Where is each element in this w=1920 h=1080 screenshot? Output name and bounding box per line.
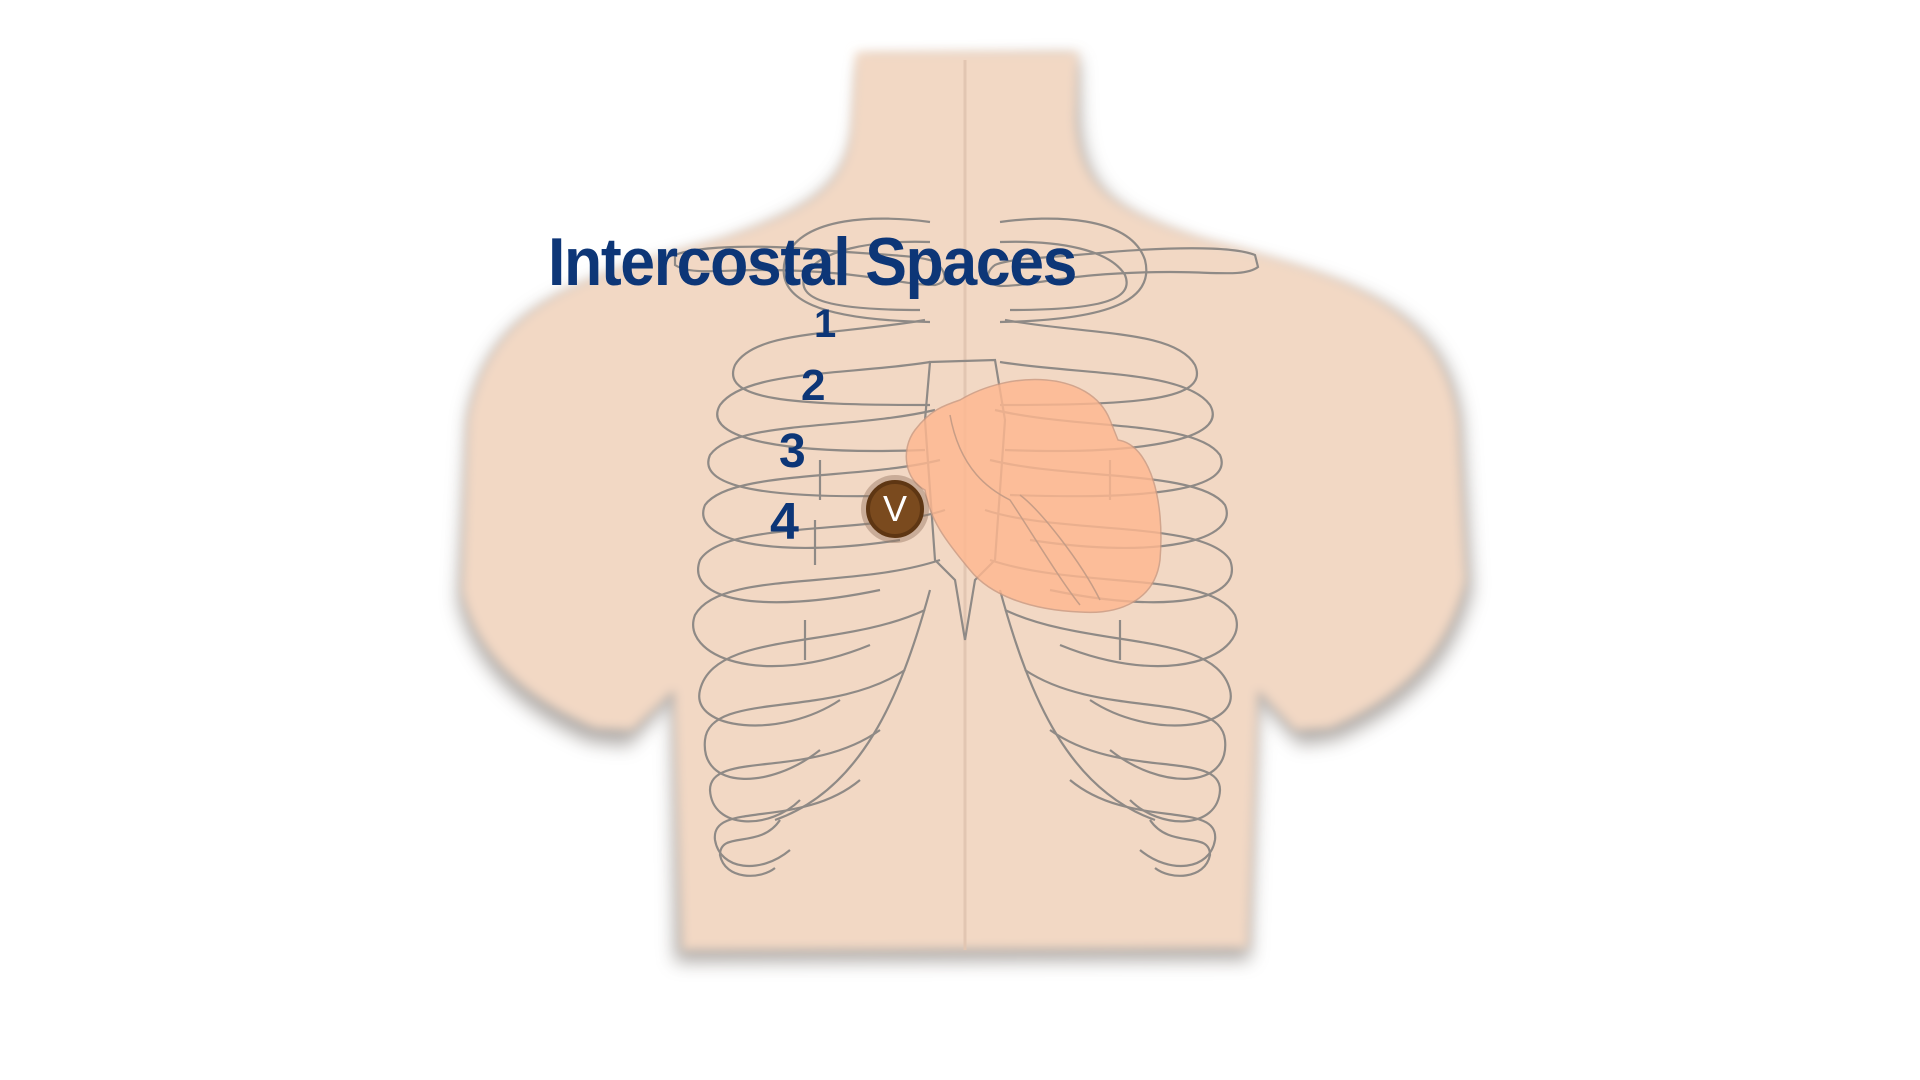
electrode-marker-v: V [866, 480, 924, 538]
intercostal-space-1-label: 1 [814, 302, 837, 346]
intercostal-space-4-label: 4 [770, 493, 799, 551]
intercostal-space-2-label: 2 [801, 361, 826, 410]
electrode-marker-label: V [882, 488, 907, 529]
intercostal-space-3-label: 3 [779, 425, 806, 478]
diagram-title: Intercostal Spaces [548, 224, 1077, 300]
clavicles [673, 245, 1260, 288]
heart [905, 378, 1162, 614]
